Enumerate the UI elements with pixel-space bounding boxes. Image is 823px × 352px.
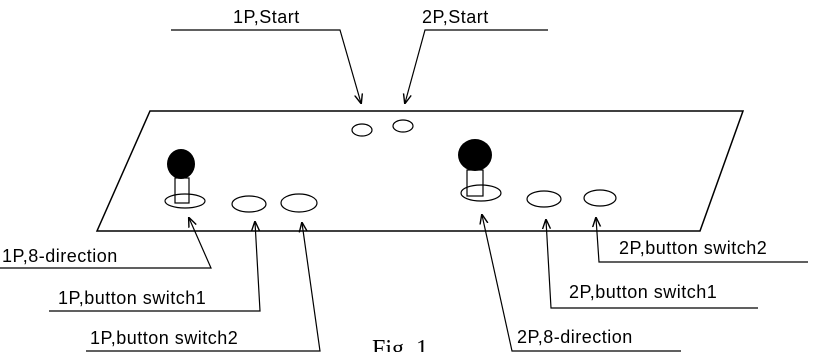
2p-joystick <box>458 139 502 202</box>
figure-caption: Fig. 1 <box>372 336 428 352</box>
1p-button-switch1 <box>231 195 267 213</box>
label-1p-start: 1P,Start <box>233 7 300 27</box>
2p-start-button <box>392 119 414 133</box>
label-2p-button-switch2: 2P,button switch2 <box>619 238 767 258</box>
label-1p-button-switch2: 1P,button switch2 <box>90 328 238 348</box>
1p-button-switch2 <box>280 193 318 213</box>
leader-lines <box>0 29 808 352</box>
leader-2p-button1 <box>546 220 758 309</box>
leader-2p-button2 <box>596 218 808 263</box>
leader-1p-8direction <box>0 218 212 269</box>
leader-2p-8direction <box>482 215 681 352</box>
label-2p-button-switch1: 2P,button switch1 <box>569 282 717 302</box>
leader-1p-start <box>171 29 361 103</box>
label-1p-button-switch1: 1P,button switch1 <box>58 288 206 308</box>
leader-2p-start <box>405 29 548 103</box>
label-2p-start: 2P,Start <box>422 7 489 27</box>
1p-start-button <box>351 123 373 137</box>
control-panel-board <box>95 110 745 232</box>
1p-joystick <box>164 149 206 209</box>
label-1p-8direction: 1P,8-direction <box>2 246 118 266</box>
leader-1p-button1 <box>49 222 261 312</box>
2p-button-switch2 <box>583 189 617 207</box>
label-2p-8direction: 2P,8-direction <box>517 327 633 347</box>
leader-1p-button2 <box>86 223 321 352</box>
2p-button-switch1 <box>526 190 562 208</box>
